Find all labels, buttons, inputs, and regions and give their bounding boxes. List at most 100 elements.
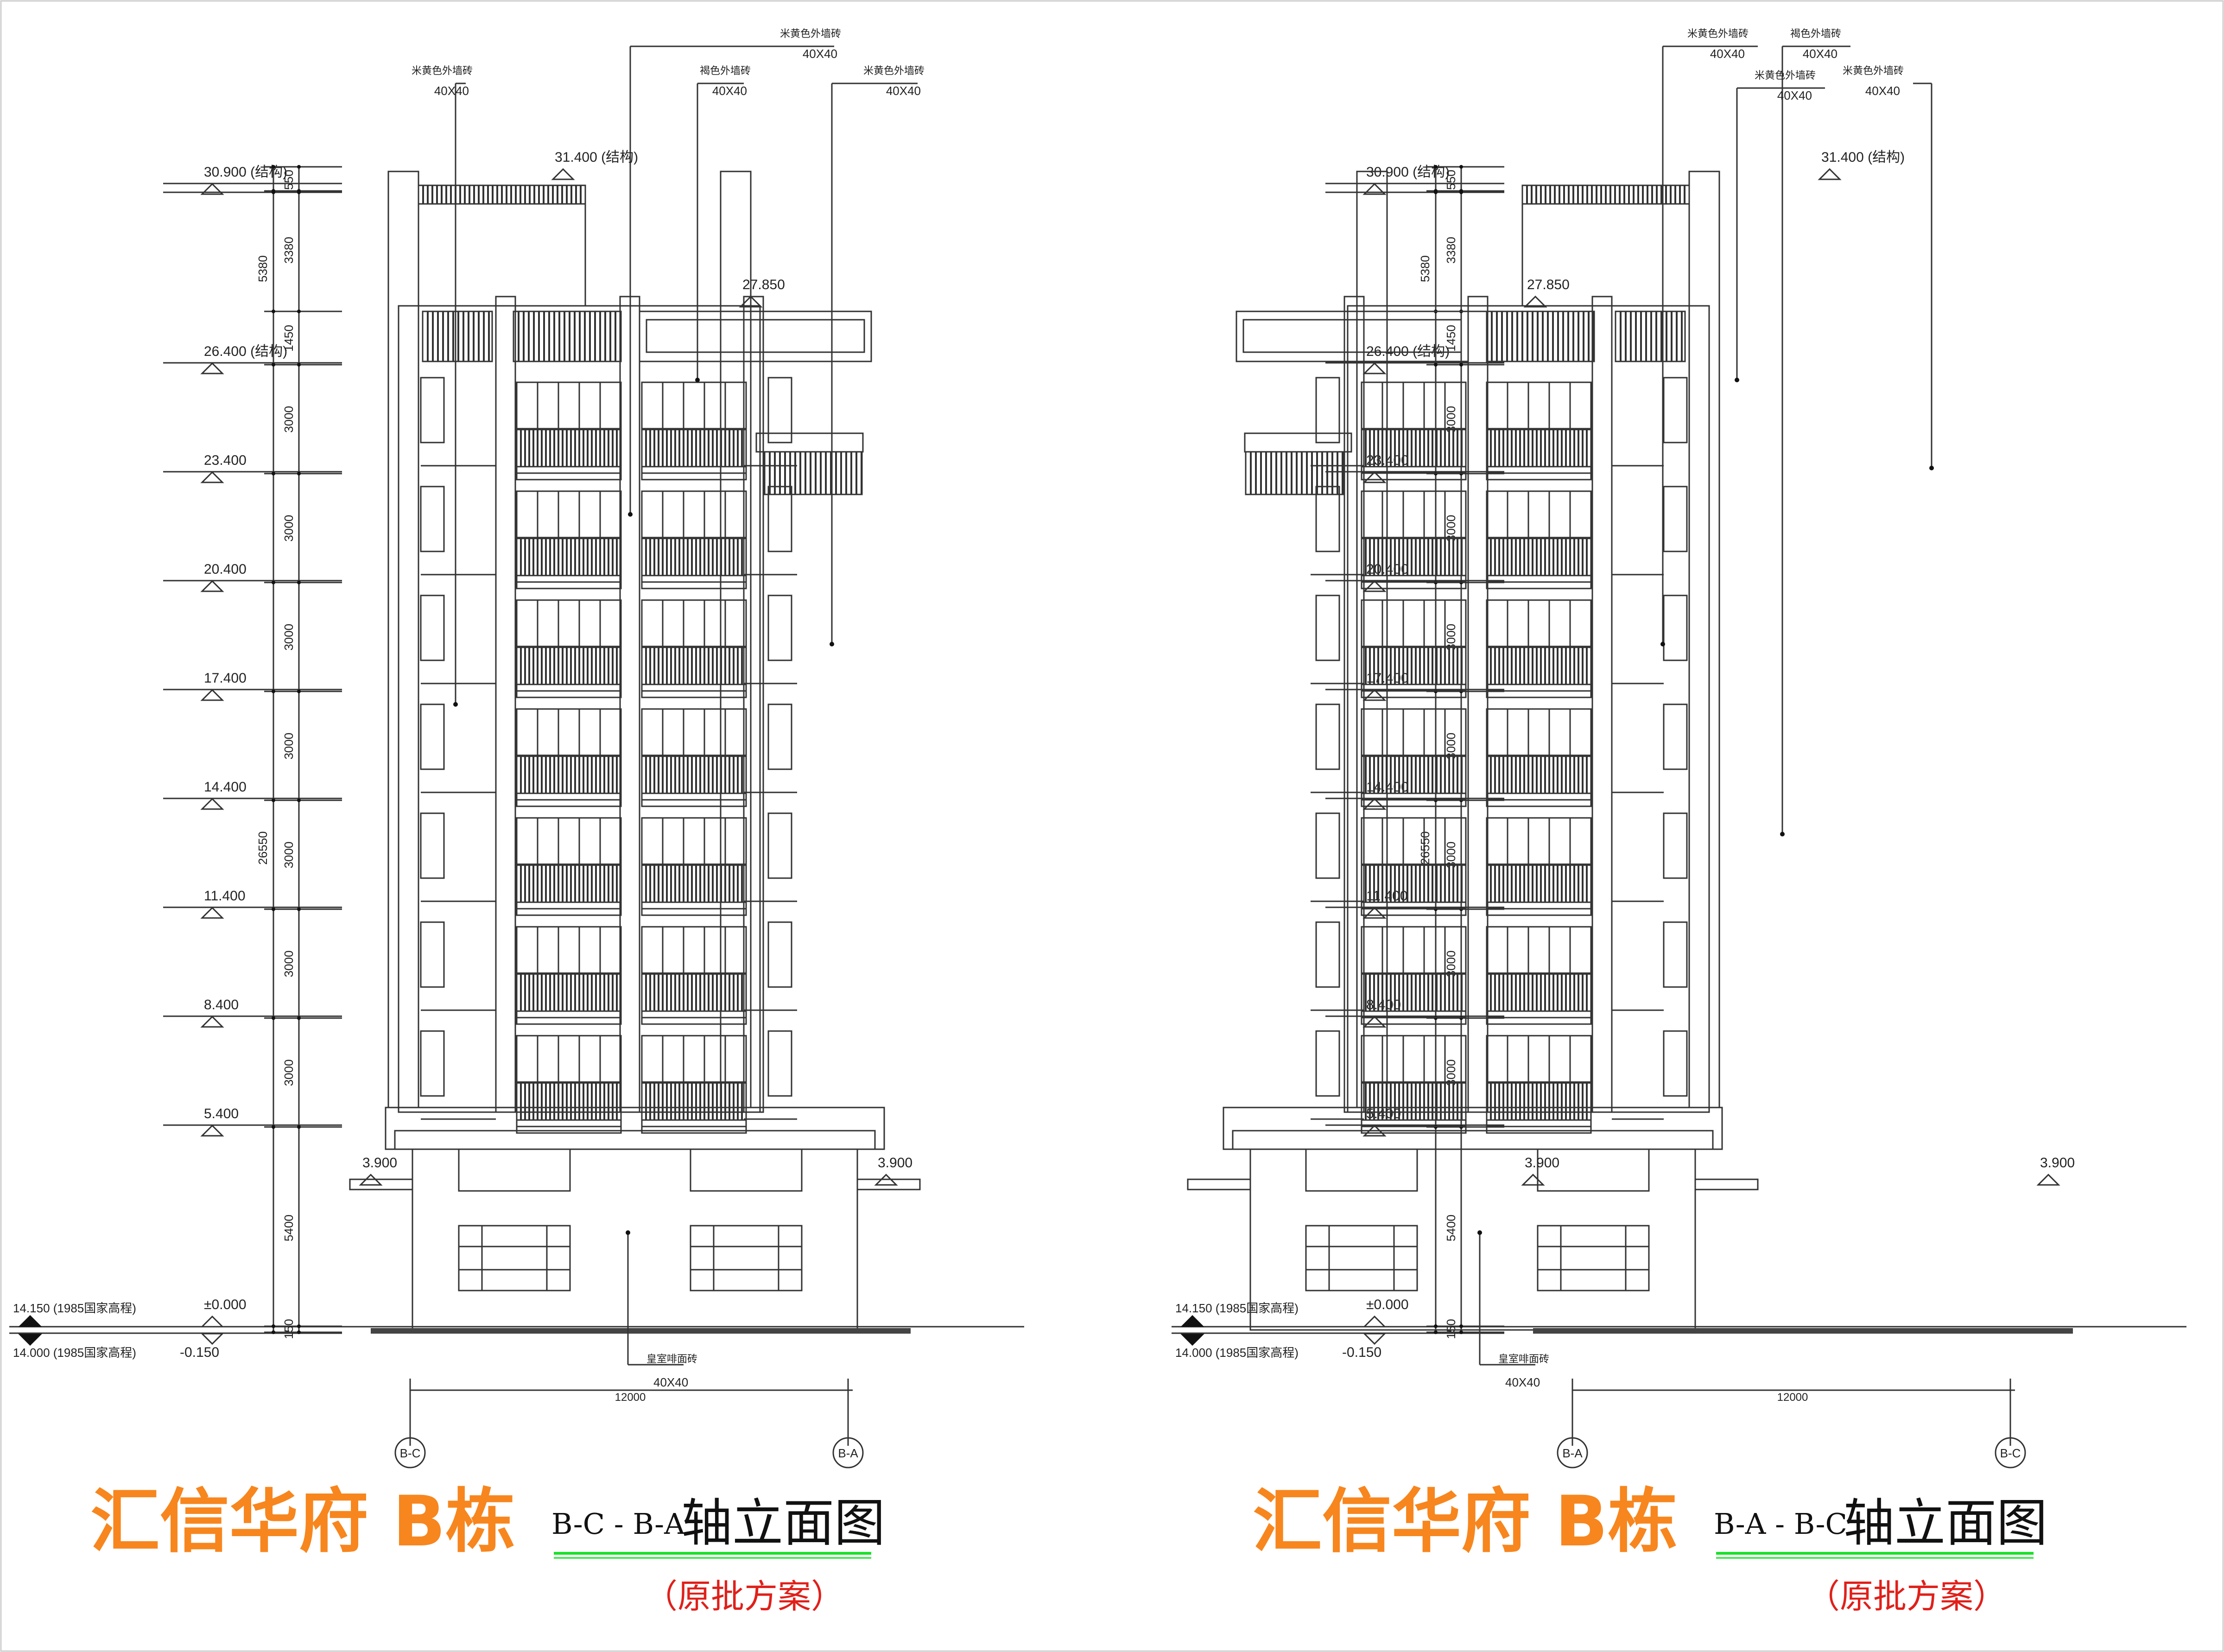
dimension-tick xyxy=(297,165,301,169)
title-suffix: 轴立面图 xyxy=(681,1494,885,1553)
dimension-tick xyxy=(1459,363,1463,367)
floor-band xyxy=(1486,1126,1592,1134)
elevation-triangle xyxy=(2036,1173,2060,1186)
pilaster xyxy=(1467,296,1489,1113)
podium-recess xyxy=(458,1148,571,1192)
dim-right-1: 3380 xyxy=(282,237,296,264)
level-mark-roof: 31.400 (结构) xyxy=(1818,150,1905,180)
dim-right-10: 5400 xyxy=(282,1215,296,1241)
roof-railing xyxy=(1521,184,1690,205)
side-window xyxy=(767,486,792,552)
material-name-1: 米黄色外墙砖 xyxy=(780,28,841,39)
national-elevation-marker xyxy=(18,1315,42,1327)
elevation-mark-4-label: 17.400 xyxy=(204,671,247,686)
floor-band xyxy=(1361,799,1467,807)
parapet-railing-left xyxy=(422,310,493,362)
elevation-triangle xyxy=(1362,580,1387,592)
balcony-railing xyxy=(641,864,747,903)
window-frame xyxy=(641,599,747,647)
building-facade xyxy=(1187,171,2073,1334)
canopy-right xyxy=(856,1178,921,1190)
floor-band xyxy=(1361,908,1467,916)
dim-right-6: 3000 xyxy=(282,733,296,760)
elevation-triangle xyxy=(1362,471,1387,483)
level-mark-roof-label: 31.400 (结构) xyxy=(1821,150,1905,165)
window-frame xyxy=(1486,926,1592,974)
window-frame xyxy=(516,817,622,865)
balcony-railing xyxy=(516,646,622,685)
national-elevation-top: 14.150 (1985国家高程) xyxy=(1175,1301,1299,1315)
window-frame xyxy=(516,490,622,538)
dimension-tick xyxy=(272,690,275,693)
side-window xyxy=(420,377,445,443)
dimension-tick xyxy=(272,165,275,169)
elevation-mark-zero-label: ±0.000 xyxy=(204,1297,247,1312)
window-frame xyxy=(1361,490,1467,538)
floor-band xyxy=(1486,581,1592,589)
axis-bubble-left-label: B-C xyxy=(400,1446,421,1460)
balcony-railing xyxy=(641,646,747,685)
material-size-0: 40X40 xyxy=(1710,47,1745,61)
level-mark-canopy-left-label: 3.900 xyxy=(1525,1155,1559,1171)
window-frame xyxy=(1486,599,1592,647)
national-elevation-bottom: 14.000 (1985国家高程) xyxy=(13,1346,136,1360)
dimension-tick xyxy=(272,798,275,802)
dim-right-10: 5400 xyxy=(1444,1215,1458,1241)
dimension-tick xyxy=(297,1125,301,1129)
elevation-triangle xyxy=(200,183,224,195)
dimension-tick xyxy=(272,1324,275,1328)
window-frame xyxy=(641,926,747,974)
dim-total-top: 5380 xyxy=(256,255,270,282)
dimension-tick xyxy=(297,1330,301,1334)
dimension-tick xyxy=(297,1324,301,1328)
axis-bubble-left: B-A xyxy=(1557,1437,1588,1468)
level-mark-parapet: 27.850 xyxy=(739,277,785,308)
dimension-tick xyxy=(297,310,301,313)
balcony-railing xyxy=(641,429,747,468)
balcony-railing xyxy=(1361,755,1467,794)
material-size-1: 40X40 xyxy=(803,47,837,61)
leader-dot xyxy=(628,512,633,517)
shop-window xyxy=(690,1225,803,1291)
window-frame xyxy=(641,490,747,538)
elevation-mark-2-label: 23.400 xyxy=(204,453,247,468)
level-mark-parapet-label: 27.850 xyxy=(742,277,785,292)
dim-right-4: 3000 xyxy=(282,515,296,542)
elevation-mark-zero: ±0.000 xyxy=(1362,1297,1409,1328)
axis-bubble-left-label: B-A xyxy=(1562,1446,1583,1460)
elevation-mark-6: 11.400 xyxy=(200,888,246,919)
pilaster xyxy=(495,296,516,1113)
material-size-2: 40X40 xyxy=(1777,89,1812,102)
window-frame xyxy=(516,708,622,756)
side-window xyxy=(1315,812,1340,879)
leader-dot xyxy=(1660,642,1665,646)
elevation-mark-4: 17.400 xyxy=(200,671,247,701)
canopy-left xyxy=(1694,1178,1759,1190)
balcony-railing xyxy=(1486,646,1592,685)
floor-band xyxy=(516,690,622,698)
window-frame xyxy=(516,381,622,430)
window-frame xyxy=(1486,381,1592,430)
floor-band xyxy=(516,1126,622,1134)
elevation-triangle xyxy=(200,471,224,483)
dimension-tick xyxy=(297,363,301,367)
dimension-tick xyxy=(272,190,275,194)
parapet-band-inner xyxy=(1242,319,1462,353)
side-window xyxy=(1663,921,1688,988)
axis-circle xyxy=(1995,1437,2026,1468)
window-frame xyxy=(1486,1035,1592,1083)
leader-dot xyxy=(830,642,834,646)
canopy-right xyxy=(1187,1178,1251,1190)
balcony-slab xyxy=(1244,432,1352,453)
material-name-3: 米黄色外墙砖 xyxy=(863,65,925,76)
leader-dot xyxy=(626,1230,630,1235)
floor-band xyxy=(1486,472,1592,481)
axis-circle xyxy=(394,1437,426,1468)
material-size-2: 40X40 xyxy=(712,84,747,98)
elevation-mark-2: 23.400 xyxy=(200,453,247,483)
dimension-tick xyxy=(297,1016,301,1020)
